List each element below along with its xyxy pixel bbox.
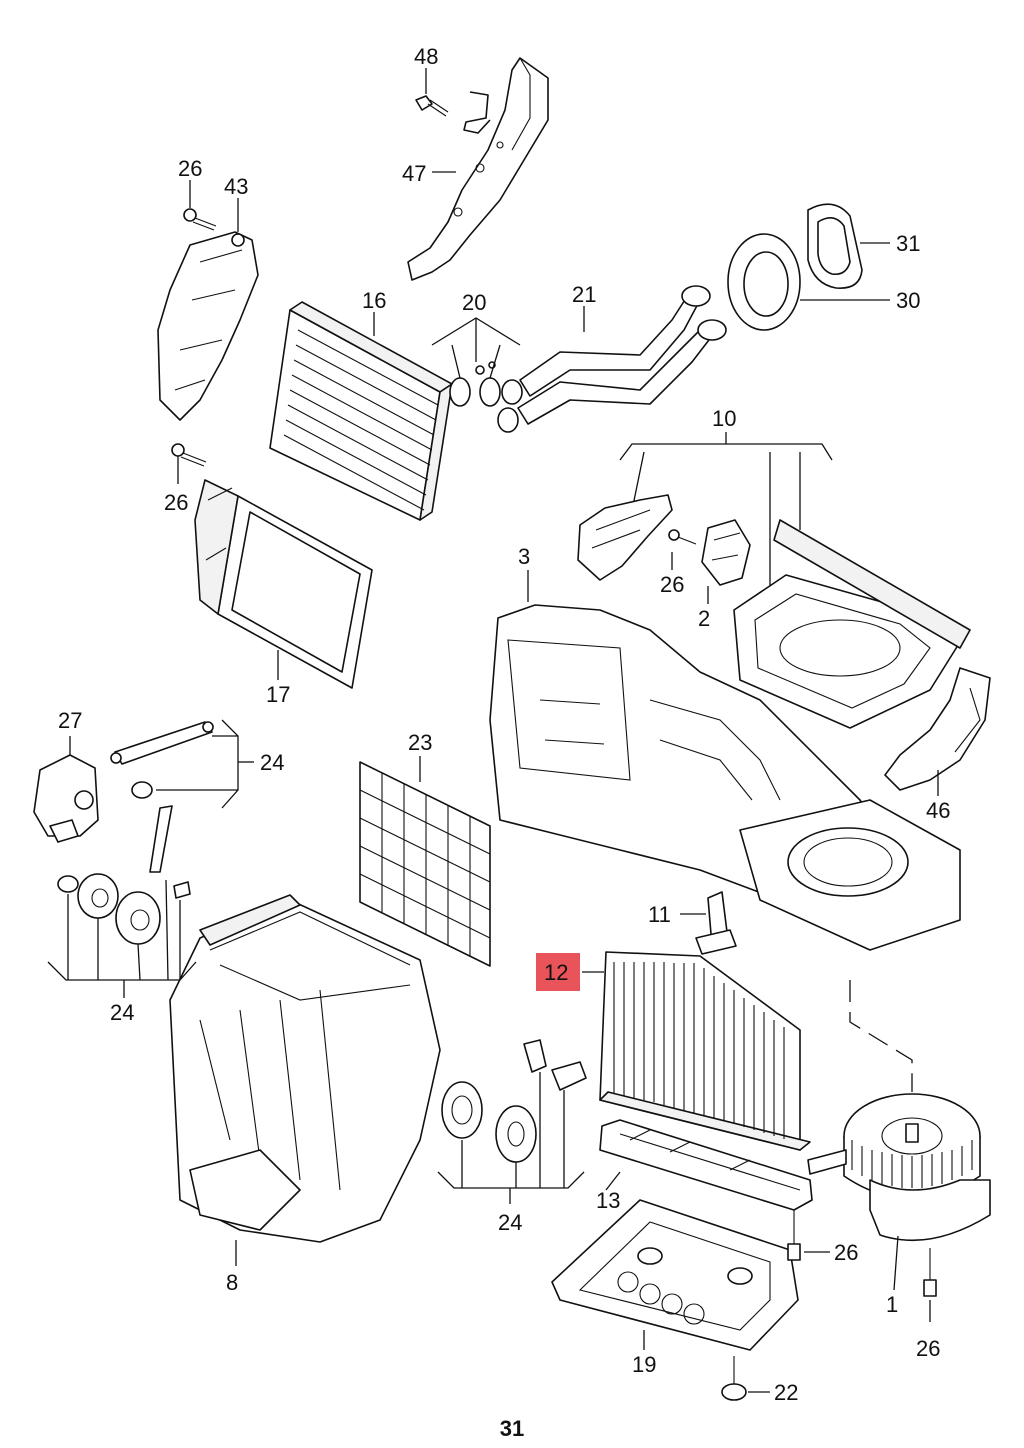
flap-motor-bracket[interactable] — [577, 494, 673, 581]
screw-26-d[interactable] — [787, 1210, 801, 1261]
highlight-box-12 — [536, 953, 580, 991]
seal-clips-part-20[interactable] — [449, 361, 501, 407]
callout-27: 27 — [58, 708, 82, 733]
callout-22: 22 — [774, 1380, 798, 1405]
pollen-filter-part-12[interactable] — [599, 951, 811, 1151]
sensor-part-11[interactable] — [695, 891, 737, 955]
heater-housing-part-3[interactable] — [489, 604, 961, 951]
callout-21: 21 — [572, 282, 596, 307]
grommet-part-30[interactable] — [727, 233, 801, 331]
blower-fan-part-1[interactable] — [807, 1093, 991, 1242]
callout-20: 20 — [462, 290, 486, 315]
linkage-nut[interactable] — [131, 781, 153, 799]
duct-part-46[interactable] — [884, 667, 991, 791]
heater-core-part-16[interactable] — [269, 301, 453, 521]
screw-26-c[interactable] — [668, 529, 697, 545]
callout-43: 43 — [224, 174, 248, 199]
callout-26-b: 26 — [164, 490, 188, 515]
callout-26-c: 26 — [660, 572, 684, 597]
screw-26-a[interactable] — [183, 208, 217, 231]
bolt-part-48[interactable] — [415, 95, 449, 117]
upper-housing-cover[interactable] — [733, 519, 971, 729]
linkage-rod[interactable] — [110, 721, 214, 765]
cover-plate-part-19[interactable] — [551, 1199, 799, 1351]
callout-3: 3 — [518, 544, 530, 569]
filter-part-23[interactable] — [359, 761, 491, 967]
callout-26-d: 26 — [834, 1240, 858, 1265]
callout-24-a: 24 — [260, 750, 284, 775]
callout-46: 46 — [926, 798, 950, 823]
callout-11: 11 — [648, 902, 671, 927]
bracket-part-47[interactable] — [407, 57, 549, 281]
callout-26-a: 26 — [178, 156, 202, 181]
servo-motor-part-27[interactable] — [33, 754, 99, 843]
callout-17: 17 — [266, 682, 290, 707]
callout-1: 1 — [886, 1292, 898, 1317]
housing-part-43[interactable] — [157, 231, 259, 421]
evaporator-part-17[interactable] — [194, 479, 373, 689]
gear-set-left[interactable] — [57, 873, 191, 945]
callout-26-e: 26 — [916, 1336, 940, 1361]
callout-12: 12 — [544, 960, 568, 985]
nut-part-22[interactable] — [721, 1356, 747, 1401]
callout-19: 19 — [632, 1352, 656, 1377]
callout-47: 47 — [402, 161, 426, 186]
callout-13: 13 — [596, 1188, 620, 1213]
callout-16: 16 — [362, 288, 386, 313]
grommet-part-31[interactable] — [807, 203, 863, 289]
coolant-pipes-part-21[interactable] — [497, 285, 727, 433]
callout-10: 10 — [712, 406, 736, 431]
filter-tray-part-13[interactable] — [599, 1119, 813, 1211]
screw-26-b[interactable] — [171, 443, 207, 467]
callout-24-b: 24 — [110, 1000, 134, 1025]
gear-set-right[interactable] — [441, 1039, 587, 1163]
callout-24-c: 24 — [498, 1210, 522, 1235]
linkage-arm[interactable] — [149, 805, 173, 873]
callout-8: 8 — [226, 1270, 238, 1295]
callout-30: 30 — [896, 288, 920, 313]
callout-48: 48 — [414, 44, 438, 69]
callout-2: 2 — [698, 606, 710, 631]
screw-26-e[interactable] — [923, 1248, 937, 1297]
callout-31: 31 — [896, 231, 920, 256]
callout-23: 23 — [408, 730, 432, 755]
page-number: 31 — [500, 1416, 524, 1441]
actuator-part-2[interactable] — [701, 519, 751, 586]
lower-housing-part-8[interactable] — [169, 894, 441, 1243]
